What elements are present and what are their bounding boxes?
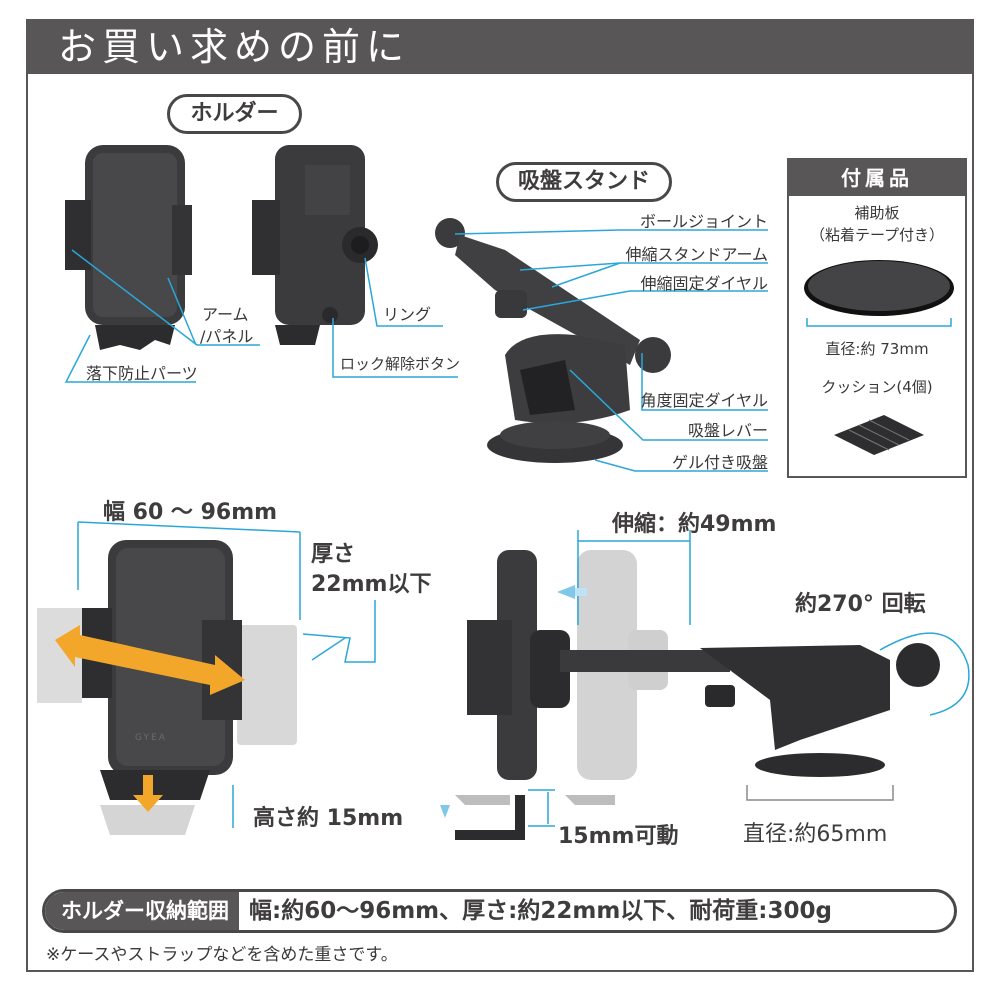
stand-section-title: 吸盤スタンド (496, 162, 672, 202)
spec-label: ホルダー収納範囲 (45, 892, 239, 930)
holder-section-title: ホルダー (167, 94, 302, 134)
label-ring: リング (383, 305, 432, 324)
cushion-image (834, 415, 924, 455)
accessories-box: 付属品 補助板 （粘着テープ付き） 直径:約 73mm クッション(4個) (787, 158, 967, 478)
plate-adhesive-note: （粘着テープ付き） (809, 226, 945, 244)
holder-capacity-spec: ホルダー収納範囲 幅:約60～96mm、厚さ:約22mm以下、耐荷重:300g (42, 889, 957, 933)
holder-thickness-line1: 厚さ (311, 542, 356, 567)
footnote: ※ケースやストラップなどを含めた重さです。 (46, 945, 398, 965)
header-bar (26, 19, 974, 74)
extension-dimension: 伸縮：約49mm (612, 512, 777, 537)
spec-value: 幅:約60～96mm、厚さ:約22mm以下、耐荷重:300g (249, 898, 832, 924)
rotation-angle: 約270° 回転 (795, 592, 926, 617)
label-drop-prevention: 落下防止パーツ (86, 364, 198, 383)
label-telescopic-arm: 伸縮スタンドアーム (625, 245, 768, 264)
holder-back-image (252, 145, 378, 345)
holder-front-image (65, 145, 192, 350)
cushion-label: クッション(4個) (821, 378, 933, 396)
base-diameter: 直径:約65mm (743, 822, 888, 847)
holder-thickness-line2: 22mm以下 (311, 572, 432, 597)
movable-range: 15mm可動 (558, 824, 679, 849)
plate-name: 補助板 (854, 204, 900, 222)
holder-width-dimension: 幅 60 ～ 96mm (103, 500, 278, 525)
label-gel-suction: ゲル付き吸盤 (671, 453, 768, 472)
page-title: お買い求めの前に (58, 25, 411, 69)
label-arm-line1: アーム (202, 305, 249, 324)
brand-mark: GYEA (135, 733, 167, 743)
label-arm-line2: /パネル (200, 327, 254, 346)
label-telescopic-dial: 伸縮固定ダイヤル (640, 274, 768, 293)
label-ball-joint: ボールジョイント (639, 212, 768, 231)
label-suction-lever: 吸盤レバー (687, 421, 768, 440)
label-angle-dial: 角度固定ダイヤル (640, 391, 768, 410)
suction-stand-image (435, 218, 671, 463)
plate-diameter: 直径:約 73mm (825, 340, 929, 358)
holder-height-dimension: 高さ約 15mm (253, 806, 404, 831)
support-plate-image (804, 260, 954, 327)
accessories-title: 付属品 (789, 160, 965, 196)
label-lock-release: ロック解除ボタン (340, 355, 461, 373)
